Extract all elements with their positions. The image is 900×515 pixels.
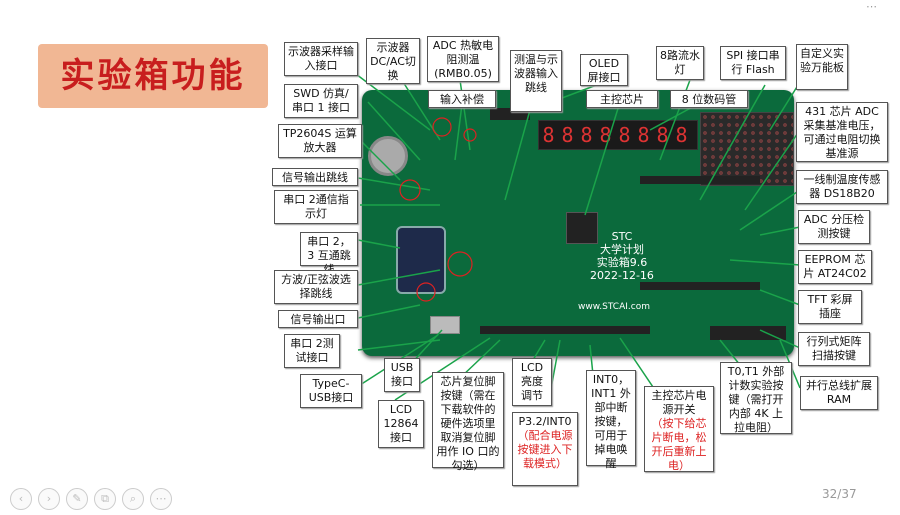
label-scope-input: 示波器采样输入接口 xyxy=(284,42,358,76)
header-strip xyxy=(640,282,760,290)
label-proto-board: 自定义实验万能板 xyxy=(796,44,848,90)
next-icon[interactable]: › xyxy=(38,488,60,510)
slide-title: 实验箱功能 xyxy=(38,44,268,108)
label-p32-int0-title: P3.2/INT0 xyxy=(518,415,572,428)
label-main-chip: 主控芯片 xyxy=(586,90,658,108)
label-uart2-test: 串口 2测试接口 xyxy=(284,334,340,368)
label-8-seg: 8 位数码管 xyxy=(670,90,748,108)
label-swd: SWD 仿真/串口 1 接口 xyxy=(284,84,358,118)
label-typec: TypeC-USB接口 xyxy=(300,374,362,408)
label-tft: TFT 彩屏插座 xyxy=(798,290,862,324)
page-number: 32/37 xyxy=(822,487,857,501)
header-strip xyxy=(710,326,786,340)
label-adc-keys: ADC 分压检测按键 xyxy=(798,210,870,244)
more-icon[interactable]: ⋯ xyxy=(150,488,172,510)
seg-digit: 8 xyxy=(675,123,688,147)
board-text-line: 2022-12-16 xyxy=(590,269,654,282)
label-uart2-led: 串口 2通信指示灯 xyxy=(274,190,358,224)
bnc-connector xyxy=(368,136,408,176)
label-431-adc: 431 芯片 ADC 采集基准电压，可通过电阻切换基准源 xyxy=(796,102,888,162)
label-lcd-bright: LCD 亮度调节 xyxy=(512,358,552,406)
copy-icon[interactable]: ⧉ xyxy=(94,488,116,510)
label-p32-int0: P3.2/INT0 （配合电源按键进入下载模式） xyxy=(512,412,578,486)
seg-digit: 8 xyxy=(561,123,574,147)
prev-icon[interactable]: ‹ xyxy=(10,488,32,510)
usb-port xyxy=(430,316,460,334)
label-power-note: （按下给芯片断电，松开后重新上电） xyxy=(651,417,707,472)
board-text-line: STC xyxy=(611,230,633,243)
label-opamp: TP2604S 运算放大器 xyxy=(278,124,362,158)
seg-digit: 8 xyxy=(656,123,669,147)
label-power-switch: 主控芯片电源开关 （按下给芯片断电，松开后重新上电） xyxy=(644,386,714,472)
seg-digit: 8 xyxy=(618,123,631,147)
board-silkscreen: STC 大学计划 实验箱9.6 2022-12-16 xyxy=(590,230,654,282)
label-usb: USB接口 xyxy=(384,358,420,392)
label-adc-thermistor: ADC 热敏电阻测温(RMB0.05) xyxy=(427,36,499,82)
label-led-flow: 8路流水灯 xyxy=(656,46,704,80)
label-power-title: 主控芯片电源开关 xyxy=(651,389,707,416)
label-signal-out: 信号输出口 xyxy=(278,310,358,328)
main-mcu-chip xyxy=(566,212,598,244)
label-ds18b20: 一线制温度传感器 DS18B20 xyxy=(796,170,888,204)
label-parallel-ram: 并行总线扩展 RAM xyxy=(800,376,878,410)
header-strip xyxy=(640,176,760,184)
seg-digit: 8 xyxy=(542,123,555,147)
label-int-keys: INT0，INT1 外部中断按键，可用于掉电唤醒 xyxy=(586,370,636,470)
more-options-icon[interactable]: ⋯ xyxy=(866,0,877,13)
label-spi-flash: SPI 接口串行 Flash xyxy=(720,46,786,80)
label-scope-dcac: 示波器DC/AC切换 xyxy=(366,38,420,84)
board-url: www.STCAI.com xyxy=(578,302,650,312)
label-reset-key: 芯片复位脚按键（需在下载软件的硬件选项里取消复位脚用作 IO 口的勾选） xyxy=(432,372,504,472)
label-p32-int0-note: （配合电源按键进入下载模式） xyxy=(517,429,573,470)
pen-icon[interactable]: ✎ xyxy=(66,488,88,510)
label-t0t1-keys: T0,T1 外部计数实验按键（需打开内部 4K 上拉电阻） xyxy=(720,362,792,434)
zoom-icon[interactable]: ⌕ xyxy=(122,488,144,510)
label-temp-jumper: 测温与示波器输入跳线 xyxy=(510,50,562,112)
serial-port-connector xyxy=(396,226,446,294)
label-lcd12864: LCD 12864 接口 xyxy=(378,400,424,448)
seg-digit: 8 xyxy=(637,123,650,147)
label-input-comp: 输入补偿 xyxy=(428,90,496,108)
board-text-line: 实验箱9.6 xyxy=(596,256,648,269)
label-eeprom: EEPROM 芯片 AT24C02 xyxy=(798,250,872,284)
board-text-line: 大学计划 xyxy=(599,243,644,256)
seg-digit: 8 xyxy=(580,123,593,147)
label-uart23-jumper: 串口 2，3 互通跳线 xyxy=(300,232,358,276)
label-oled: OLED屏接口 xyxy=(580,54,628,86)
label-wave-jumper: 方波/正弦波选择跳线 xyxy=(274,270,358,304)
label-matrix-keys: 行列式矩阵扫描按键 xyxy=(798,332,870,366)
label-signal-jumper: 信号输出跳线 xyxy=(272,168,358,186)
header-strip xyxy=(480,326,650,334)
